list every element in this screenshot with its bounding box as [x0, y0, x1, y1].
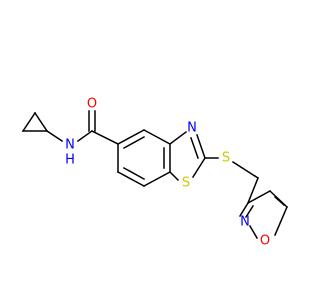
- bond: [116, 128, 146, 146]
- thiazole-nitrogen-label: N: [187, 121, 197, 136]
- bond: [246, 189, 272, 205]
- bond: [196, 134, 206, 159]
- thioether-sulfur-label: S: [222, 151, 230, 166]
- bond: [273, 195, 286, 207]
- bond-cyclopropyl-nh: [45, 129, 64, 143]
- bond: [33, 111, 49, 133]
- bond-carbonyl-benzene: [90, 129, 120, 146]
- bond: [116, 170, 146, 188]
- bond-ch2-isoxazole: [247, 177, 259, 204]
- isoxazole-nitrogen-label: N: [240, 215, 250, 230]
- cyclopropyl-ring: [21, 111, 49, 133]
- bond: [142, 170, 172, 188]
- bond: [274, 206, 288, 236]
- amide-hydrogen-label: H: [65, 153, 75, 168]
- bond: [142, 128, 172, 146]
- amide-nitrogen-label: N: [65, 138, 75, 153]
- bond: [238, 201, 250, 218]
- bond: [244, 204, 255, 219]
- benzene-ring: [116, 128, 172, 188]
- bond: [168, 170, 180, 182]
- isoxazole-ring: [238, 189, 289, 240]
- bond: [122, 135, 146, 150]
- bond: [168, 130, 188, 146]
- bond: [191, 156, 207, 179]
- bond-nh-carbonyl: [76, 129, 94, 143]
- bond-thioether-ch2: [231, 160, 260, 180]
- thiazole-sulfur-label: S: [182, 176, 190, 191]
- carbonyl-double-bond: [88, 110, 96, 132]
- bond: [190, 137, 199, 159]
- bond: [21, 111, 37, 133]
- amide-oxygen-label: O: [87, 97, 97, 112]
- thiazole-ring: [168, 130, 207, 182]
- molecule-structure-diagram: O N H N S S N O: [21, 97, 289, 249]
- bond: [248, 224, 259, 240]
- isoxazole-oxygen-label: O: [260, 234, 270, 249]
- bond: [122, 166, 146, 181]
